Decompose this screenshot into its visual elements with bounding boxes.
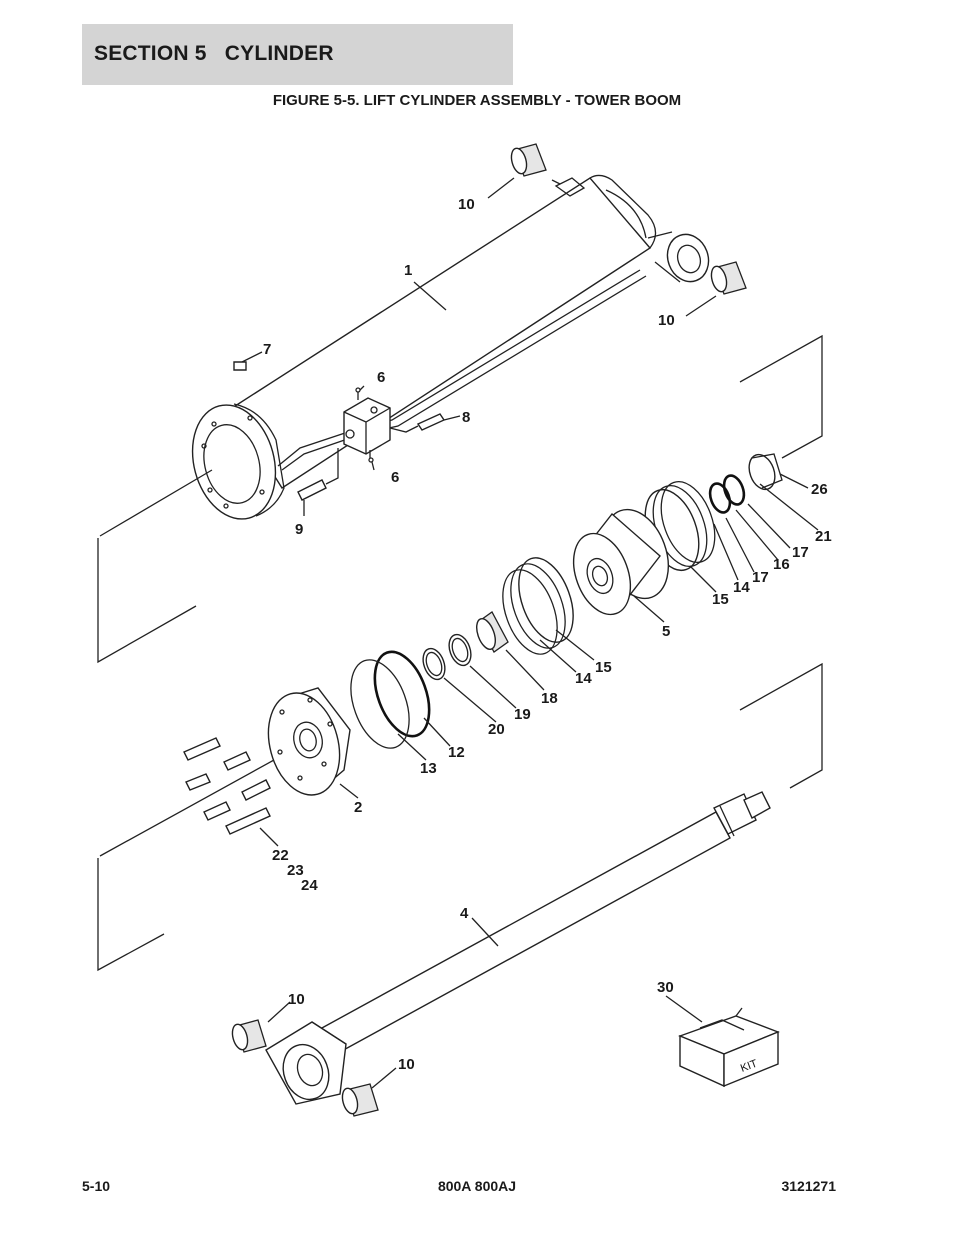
seal-14-15-lower — [502, 557, 574, 655]
callout-15a: 15 — [595, 659, 612, 676]
callout-23: 23 — [287, 862, 304, 879]
callout-30: 30 — [657, 979, 674, 996]
kit-label: KIT — [739, 1058, 759, 1075]
oring-12 — [373, 650, 431, 738]
callout-12: 12 — [448, 744, 465, 761]
fitting-8 — [416, 413, 446, 431]
piston-5 — [572, 508, 669, 616]
callout-5: 5 — [662, 623, 670, 640]
callout-7: 7 — [263, 341, 271, 358]
bushing-bottom-2 — [341, 1083, 379, 1117]
callout-17a: 17 — [792, 544, 809, 561]
callout-22: 22 — [272, 847, 289, 864]
fitting-9 — [297, 479, 327, 501]
footer-doc-number: 3121271 — [781, 1178, 836, 1194]
bushing-top-1 — [510, 143, 547, 177]
callout-20: 20 — [488, 721, 505, 738]
callout-18: 18 — [541, 690, 558, 707]
bushing-bottom-1 — [231, 1019, 267, 1053]
callout-6b: 6 — [391, 469, 399, 486]
leader-lines — [241, 177, 819, 1089]
ring-17b — [708, 482, 732, 514]
cylinder-rod-4 — [298, 791, 771, 1065]
callout-10a: 10 — [458, 196, 475, 213]
callout-24: 24 — [301, 877, 318, 894]
section-banner: SECTION 5 CYLINDER — [82, 24, 513, 85]
ring-13 — [350, 659, 410, 749]
callout-10c: 10 — [288, 991, 305, 1008]
callouts: 1 2 4 5 6 6 7 8 9 10 10 10 10 12 13 14 1… — [263, 196, 832, 1073]
callout-14b: 14 — [733, 579, 750, 596]
callout-10d: 10 — [398, 1056, 415, 1073]
callout-9: 9 — [295, 521, 303, 538]
fitting-7 — [233, 361, 247, 371]
cylinder-head-2 — [267, 687, 351, 796]
ring-19 — [448, 633, 472, 667]
callout-26: 26 — [811, 481, 828, 498]
callout-6a: 6 — [377, 369, 385, 386]
seal-26 — [748, 453, 783, 491]
callout-19: 19 — [514, 706, 531, 723]
callout-16: 16 — [773, 556, 790, 573]
ring-20 — [422, 647, 446, 681]
callout-1: 1 — [404, 262, 412, 279]
callout-4: 4 — [460, 905, 469, 922]
valve-block — [343, 387, 391, 463]
bushing-18 — [476, 611, 509, 653]
footer-model: 800A 800AJ — [437, 1178, 517, 1194]
figure-title: FIGURE 5-5. LIFT CYLINDER ASSEMBLY - TOW… — [272, 92, 682, 109]
section-title: SECTION 5 CYLINDER — [94, 42, 334, 65]
callout-15b: 15 — [712, 591, 729, 608]
callout-21: 21 — [815, 528, 832, 545]
callout-10b: 10 — [658, 312, 675, 329]
cylinder-barrel — [191, 174, 710, 520]
bushing-top-2 — [710, 261, 747, 295]
bolts — [183, 737, 271, 835]
footer-page-number: 5-10 — [82, 1178, 111, 1194]
callout-13: 13 — [420, 760, 437, 777]
callout-14a: 14 — [575, 670, 592, 687]
callout-8: 8 — [462, 409, 470, 426]
rod-eye — [265, 1021, 347, 1105]
callout-17b: 17 — [752, 569, 769, 586]
ring-17a — [722, 474, 746, 506]
callout-2: 2 — [354, 799, 362, 816]
kit-box: KIT — [678, 1007, 780, 1088]
